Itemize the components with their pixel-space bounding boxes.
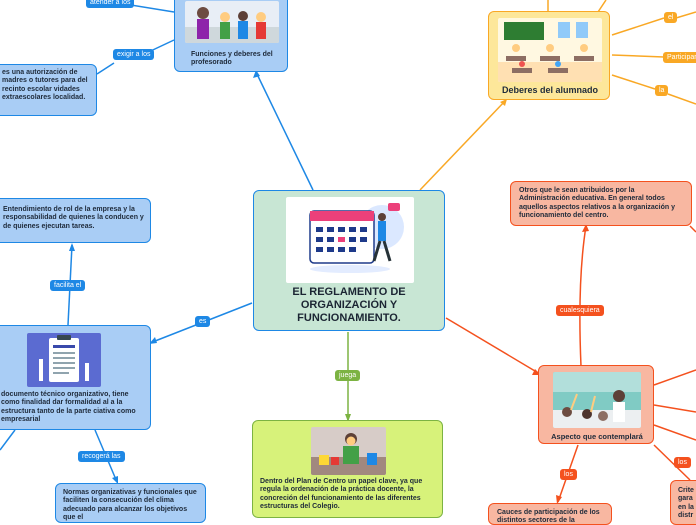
dentro-text: Dentro del Plan de Centro un papel clave… — [260, 478, 423, 511]
node-entendimiento[interactable]: Entendimiento de rol de la empresa y la … — [0, 198, 151, 243]
teachers-photo-icon — [185, 1, 279, 43]
otros-text: Otros que le sean atribuidos por la Admi… — [519, 187, 676, 220]
cauces-text: Cauces de participación de los distintos… — [497, 509, 600, 525]
autorizacion-text: es una autorización de madres o tutores … — [2, 69, 88, 102]
node-otros[interactable]: Otros que le sean atribuidos por la Admi… — [510, 181, 692, 226]
label-participar[interactable]: Participar — [663, 52, 696, 63]
teacher-classroom-photo-icon — [311, 427, 386, 475]
clipboard-rules-icon — [27, 333, 101, 387]
node-central[interactable]: EL REGLAMENTO DE ORGANIZACIÓN Y FUNCIONA… — [253, 190, 445, 331]
label-exigir[interactable]: exigir a los — [113, 49, 155, 60]
funciones-text: Funciones y deberes del profesorado — [191, 51, 273, 67]
normas-text: Normas organizativas y funcionales que f… — [63, 489, 197, 522]
node-aspecto[interactable]: Aspecto que contemplará — [538, 365, 654, 444]
label-la[interactable]: la — [655, 85, 669, 96]
documento-text: documento técnico organizativo, tiene co… — [1, 391, 136, 424]
label-recogera[interactable]: recogerá las — [78, 451, 125, 462]
label-los-right[interactable]: los — [674, 457, 691, 468]
node-criterios[interactable]: Crite gara en la distr — [670, 480, 696, 525]
calendar-illustration-icon — [286, 197, 414, 283]
aspecto-text: Aspecto que contemplará — [551, 432, 643, 441]
node-dentro[interactable]: Dentro del Plan de Centro un papel clave… — [252, 420, 443, 518]
label-los-left[interactable]: los — [560, 469, 577, 480]
label-cualesquiera[interactable]: cualesquiera — [556, 305, 604, 316]
central-title: EL REGLAMENTO DE ORGANIZACIÓN Y FUNCIONA… — [292, 286, 406, 325]
node-funciones[interactable]: Funciones y deberes del profesorado — [174, 0, 288, 72]
classroom-raised-hands-icon — [553, 372, 641, 428]
node-autorizacion[interactable]: es una autorización de madres o tutores … — [0, 64, 97, 116]
deberes-text: Deberes del alumnado — [501, 85, 599, 95]
label-el[interactable]: el — [664, 12, 678, 23]
node-normas[interactable]: Normas organizativas y funcionales que f… — [55, 483, 206, 523]
label-juega[interactable]: juega — [335, 370, 361, 381]
label-facilita[interactable]: facilita el — [50, 280, 86, 291]
label-atender[interactable]: atender a los — [86, 0, 135, 8]
node-deberes[interactable]: Deberes del alumnado — [488, 11, 610, 100]
node-documento[interactable]: documento técnico organizativo, tiene co… — [0, 325, 151, 430]
entendimiento-text: Entendimiento de rol de la empresa y la … — [3, 206, 144, 230]
criterios-text: Crite gara en la distr — [678, 487, 694, 520]
label-es[interactable]: es — [195, 316, 211, 327]
classroom-illustration-icon — [498, 18, 602, 82]
node-cauces[interactable]: Cauces de participación de los distintos… — [488, 503, 612, 525]
